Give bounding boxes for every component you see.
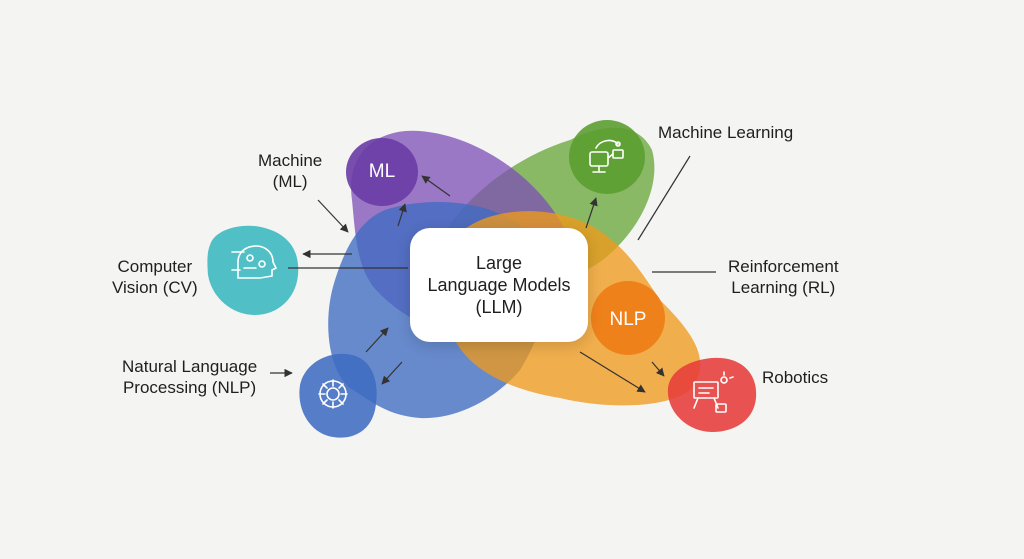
arrow-nlp-to-robotics [651,361,665,377]
label-nlp-line2: Processing (NLP) [122,378,257,397]
arrow-machine-label [317,199,349,233]
nlp-badge-text: NLP [609,309,647,330]
llm-title-line1: Large [475,253,523,273]
llm-center-card: Large Language Models (LLM) [410,228,588,342]
circuit-head-icon [231,245,278,279]
arrow-to-green [585,197,598,229]
computer-network-icon [589,139,624,173]
arrow-nlp-down [381,361,403,385]
robotics-blob [667,357,757,432]
label-machine-learning: Machine Learning [658,123,794,142]
arrow-to-ml [421,175,451,197]
label-cv-line1: Computer [117,257,193,276]
label-nlp-line1: Natural Language [122,357,258,376]
label-machine-line1: Machine [258,151,323,170]
label-machine-ml: Machine (ML) [258,150,322,192]
label-rl-line2: Learning (RL) [731,278,836,297]
label-cv-line2: Vision (CV) [112,278,198,297]
arrow-to-robotics [579,351,646,393]
label-nlp: Natural Language Processing (NLP) [122,356,257,398]
label-robotics: Robotics [762,368,829,387]
label-computer-vision: Computer Vision (CV) [112,256,198,298]
label-rl-line1: Reinforcement [728,257,839,276]
line-ml-label [637,155,691,241]
llm-title-line3: (LLM) [475,297,523,317]
ml-badge-text: ML [368,161,396,182]
presentation-robot-icon [693,371,734,413]
llm-title-line2: Language Models [427,275,571,295]
arrow-up-purple [397,203,407,227]
gear-flower-icon [318,379,348,409]
ml-circle [346,138,418,206]
cv-blob [207,225,299,315]
nlp-circle [591,281,665,355]
ml-icon-circle [569,120,645,194]
label-machine-line2: (ML) [272,172,308,191]
arrow-nlp-up [365,327,389,353]
label-reinforcement-learning: Reinforcement Learning (RL) [728,256,839,298]
